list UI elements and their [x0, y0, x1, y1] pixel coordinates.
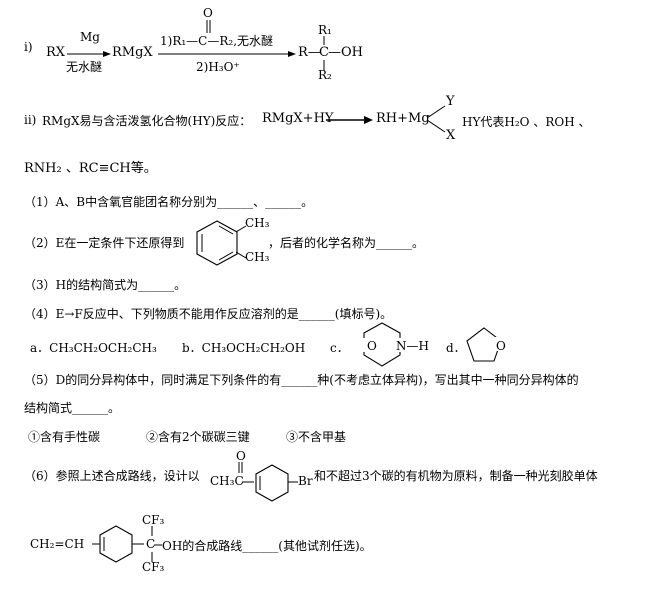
question-1: （1）A、B中含氧官能团名称分别为______、______。 [24, 195, 314, 209]
thf-o: O [496, 339, 506, 353]
intermediate-rmgx: RMgX [112, 45, 153, 60]
option-d-label: d． [446, 341, 466, 355]
acetyl-group: CH₃C [210, 474, 244, 488]
cf3-bottom: CF₃ [142, 560, 165, 574]
double-bond-icon [206, 20, 211, 33]
bromo-group: Br [298, 474, 313, 488]
product-r1: R₁ [318, 23, 332, 37]
question-3: （3）H的结构简式为______。 [24, 278, 187, 292]
carbonyl-o: O [236, 449, 246, 463]
mg-y: Y [446, 94, 455, 109]
quaternary-c: C [146, 537, 156, 551]
question-6-prefix: （6）参照上述合成路线，设计以 [24, 469, 200, 483]
question-2-suffix: ，后者的化学名称为______。 [268, 236, 425, 250]
reaction-i-label: i) [24, 40, 33, 54]
mg-x: X [446, 128, 456, 143]
product-r2: R₂ [318, 68, 332, 82]
product-r: R— [298, 45, 321, 60]
bond-lines [151, 526, 153, 562]
methyl-bonds [236, 225, 247, 259]
arrow-icon [326, 116, 373, 124]
hy-continuation: RNH₂ 、RC≡CH等。 [24, 161, 157, 176]
cf3-top: CF₃ [142, 513, 165, 527]
benzene-ring-icon [92, 525, 144, 563]
question-4: （4）E→F反应中、下列物质不能用作反应溶剂的是______(填标号)。 [24, 307, 393, 321]
product-oh: —OH [328, 45, 363, 60]
condition-1: ①含有手性碳 [28, 430, 101, 444]
step1-solvent: 无水醚 [66, 60, 103, 74]
hy-description: HY代表H₂O 、ROH 、 [462, 115, 591, 129]
equation-right: RH+Mg [376, 111, 430, 126]
ring-o: O [367, 339, 377, 353]
question-5-line1: （5）D的同分异构体中，同时满足下列条件的有______种(不考虑立体异构)，写… [24, 373, 579, 387]
equation-left: RMgX+HY [262, 111, 334, 126]
option-c-label: c． [330, 341, 349, 355]
reaction-ii-text: RMgX易与含活泼氢化合物(HY)反应： [42, 114, 252, 128]
question-5-line2: 结构简式______。 [24, 401, 121, 415]
condition-2: ②含有2个碳碳三键 [146, 430, 250, 444]
vinyl-group: CH₂=CH [30, 537, 85, 551]
double-bond-icon [238, 462, 243, 473]
step1-reagent: Mg [80, 30, 100, 44]
step2-workup: 2)H₃O⁺ [196, 60, 240, 74]
thf-ring-icon [466, 327, 504, 362]
reactant-rx: RX [46, 45, 66, 60]
ketone-o: O [203, 6, 213, 20]
methyl-bottom: CH₃ [245, 250, 270, 264]
option-a: a．CH₃CH₂OCH₂CH₃ [30, 341, 157, 355]
step2-reagent: 1)R₁—C—R₂,无水醚 [160, 34, 274, 48]
benzene-ring-icon [242, 464, 298, 502]
morpholine-ring-icon [360, 322, 404, 367]
question-6-target: OH的合成路线______(其他试剂任选)。 [162, 539, 372, 553]
question-6-suffix: 和不超过3个碳的有机物为原料，制备一种光刻胶单体 [314, 469, 598, 483]
benzene-ring-icon [196, 220, 238, 266]
product-c: C [319, 45, 329, 60]
arrow-icon [67, 51, 111, 57]
arrow-icon [158, 51, 296, 57]
question-2-prefix: （2）E在一定条件下还原得到 [24, 236, 185, 250]
reaction-ii-label: ii) [24, 113, 37, 127]
bond-lines [323, 36, 325, 70]
ring-nh: N—H [396, 339, 429, 353]
option-b: b．CH₃OCH₂CH₂OH [182, 341, 306, 355]
bond-lines [427, 105, 446, 133]
condition-3: ③不含甲基 [286, 430, 347, 444]
bond-lines [154, 544, 162, 546]
methyl-top: CH₃ [245, 216, 270, 230]
